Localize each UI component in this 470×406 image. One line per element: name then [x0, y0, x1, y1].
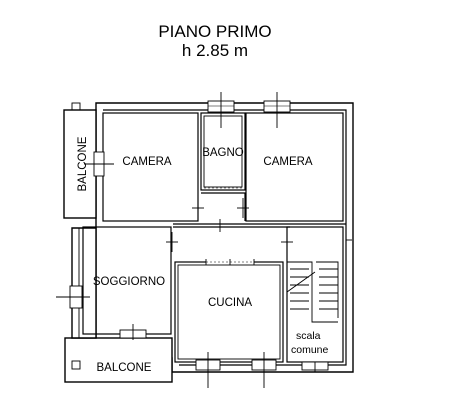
room-label-soggiorno: SOGGIORNO	[93, 276, 165, 288]
room-label-cucina: CUCINA	[208, 297, 252, 309]
corridor	[173, 192, 346, 228]
doors	[166, 187, 293, 265]
room-label-balcone-bottom: BALCONE	[97, 362, 152, 374]
room-label-balcone-left: BALCONE	[77, 136, 89, 191]
room-label-camera-left: CAMERA	[122, 156, 172, 168]
room-label-comune: comune	[291, 344, 329, 356]
room-label-scala: scala	[296, 330, 321, 342]
balcony-bottom: BALCONE	[64, 337, 173, 383]
room-label-camera-right: CAMERA	[263, 156, 313, 168]
room-label-bagno: BAGNO	[202, 147, 244, 159]
room-camera-right: CAMERA	[245, 112, 344, 222]
windows	[56, 92, 352, 388]
plan-title: PIANO PRIMO	[158, 22, 271, 41]
room-cucina: CUCINA	[174, 261, 284, 363]
balcony-left: BALCONE	[63, 102, 97, 219]
room-bagno: BAGNO	[200, 112, 246, 191]
plan-height: h 2.85 m	[182, 41, 248, 60]
